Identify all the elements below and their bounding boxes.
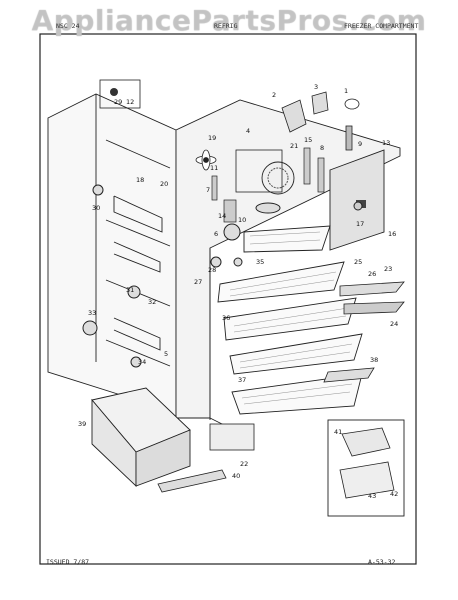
shelf-wire — [229, 231, 353, 405]
part-33 — [82, 320, 98, 336]
fan-shroud — [261, 161, 295, 195]
part-30 — [92, 184, 104, 196]
cabinet-left — [47, 93, 177, 419]
callout-23: 23 — [384, 265, 392, 273]
callout-18: 18 — [136, 176, 144, 184]
kick-plate — [209, 423, 255, 451]
callout-7: 7 — [206, 186, 210, 194]
callout-3: 3 — [314, 83, 318, 91]
part-10 — [255, 202, 281, 214]
callout-21: 21 — [290, 142, 298, 150]
callout-33: 33 — [88, 309, 96, 317]
callout-39: 39 — [78, 420, 86, 428]
callout-35: 35 — [256, 258, 264, 266]
footer-page-code: A-53-32 — [368, 558, 396, 566]
callout-37: 37 — [238, 376, 246, 384]
header-model: NSC 24 — [56, 22, 80, 30]
callout-17: 17 — [356, 220, 364, 228]
callout-4: 4 — [246, 127, 250, 135]
callout-11: 11 — [210, 164, 218, 172]
callout-43: 43 — [368, 492, 376, 500]
callouts: 1 2 3 4 5 6 7 8 9 10 11 12 13 14 15 16 1… — [78, 83, 398, 500]
callout-19: 19 — [208, 134, 216, 142]
callout-34: 34 — [138, 358, 146, 366]
callout-9: 9 — [358, 140, 362, 148]
callout-13: 13 — [382, 139, 390, 147]
callout-29: 29 — [114, 98, 122, 106]
callout-15: 15 — [304, 136, 312, 144]
header-section: FREEZER COMPARTMENT — [344, 22, 419, 30]
strip-40 — [157, 469, 227, 493]
bracket-15 — [303, 147, 311, 185]
ice-tray-41 — [341, 427, 391, 457]
callout-31: 31 — [126, 286, 134, 294]
callout-22: 22 — [240, 460, 248, 468]
bracket-8 — [317, 157, 325, 193]
part-31 — [127, 285, 141, 299]
callout-30: 30 — [92, 204, 100, 212]
part-35 — [233, 257, 243, 267]
callout-16: 16 — [388, 230, 396, 238]
control-parts — [281, 91, 360, 151]
callout-5: 5 — [164, 350, 168, 358]
icemaker-inset — [327, 419, 405, 517]
fan-blade — [195, 149, 217, 171]
ice-bin-42 — [339, 461, 395, 499]
part-11 — [211, 175, 218, 201]
callout-10: 10 — [238, 216, 246, 224]
diagram-border — [39, 33, 417, 565]
callout-32: 32 — [148, 298, 156, 306]
part-box-29 — [99, 79, 141, 109]
callout-14: 14 — [218, 212, 226, 220]
callout-1: 1 — [344, 87, 348, 95]
callout-28: 28 — [208, 266, 216, 274]
callout-41: 41 — [334, 428, 342, 436]
callout-26: 26 — [368, 270, 376, 278]
part-14 — [223, 199, 237, 223]
callout-20: 20 — [160, 180, 168, 188]
strip-23 — [339, 281, 405, 297]
watermark: AppliancePartsPros.com — [31, 4, 427, 37]
part-28 — [210, 256, 222, 268]
part-6 — [223, 223, 241, 241]
callout-2: 2 — [272, 91, 276, 99]
callout-36: 36 — [222, 314, 230, 322]
callout-40: 40 — [232, 472, 240, 480]
part-34 — [130, 356, 142, 368]
callout-8: 8 — [320, 144, 324, 152]
callout-6: 6 — [214, 230, 218, 238]
callout-12: 12 — [126, 98, 134, 106]
footer-issued: ISSUED 7/87 — [46, 558, 90, 566]
callout-27: 27 — [194, 278, 202, 286]
strip-38 — [323, 367, 375, 383]
strip-24 — [343, 301, 405, 315]
callout-25: 25 — [354, 258, 362, 266]
freezer-shelves — [217, 225, 363, 415]
callout-38: 38 — [370, 356, 378, 364]
header-group: REFRIG — [214, 22, 238, 30]
callout-24: 24 — [390, 320, 398, 328]
callout-42: 42 — [390, 490, 398, 498]
